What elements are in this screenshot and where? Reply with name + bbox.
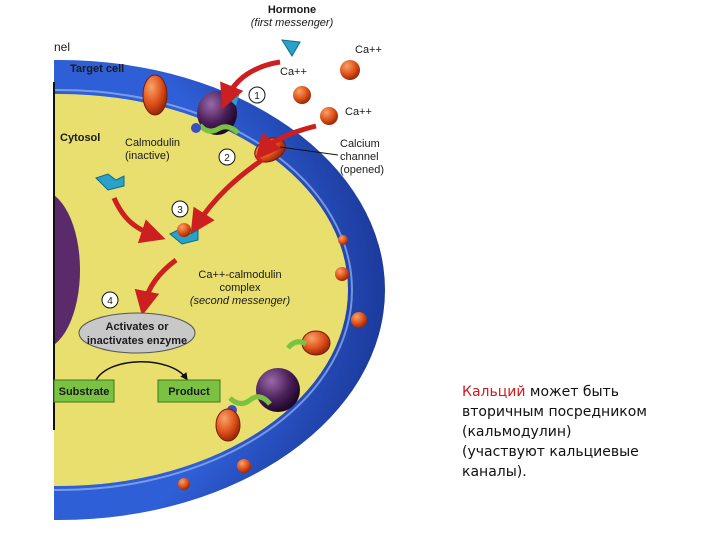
arrow-hormone-binding [220,59,281,110]
receptor-top [142,74,240,135]
calcium-label-3: Ca++ [345,106,372,118]
channel-pointer-line [279,146,339,156]
svg-text:1: 1 [254,91,260,102]
substrate-label: Substrate [59,386,110,398]
cytosol-label: Cytosol [60,132,100,144]
svg-text:3: 3 [177,205,183,216]
substrate-box [53,379,115,403]
bound-calcium [177,223,191,237]
complex-label-2: complex [220,282,261,294]
calcium-ion [351,312,367,328]
caption-line-1-rest: может быть [525,384,619,400]
reaction-arrow [95,361,188,381]
receptor-protein [256,368,300,412]
caption-line-2: вторичным посредником [462,404,647,420]
calcium-channel-label-1: Calcium [340,138,380,150]
partial-edge-label: nel [54,40,70,54]
arrow-to-enzyme [134,258,178,316]
calcium-label-1: Ca++ [355,44,382,56]
calcium-label-2: Ca++ [280,66,307,78]
g-protein-chain [228,394,272,406]
receptor-bottom [215,330,331,442]
svg-text:2: 2 [224,153,230,164]
calcium-channel-label-3: (opened) [340,164,384,176]
arrow-to-complex [190,157,264,235]
ion-channel [142,74,168,116]
caption-text: Кальций может быть вторичным посредником… [462,382,712,482]
target-cell-label: Target cell [70,63,124,75]
g-protein-chain [198,123,240,135]
enzyme-label-line2: inactivates enzyme [87,335,187,347]
membrane-calcium-ions [178,235,367,490]
ion-channel [215,408,241,442]
calcium-ion [178,478,190,490]
calcium-ion [338,235,348,245]
caption-line-3: (кальмодулин) [462,424,572,440]
caption-highlight: Кальций [462,384,526,400]
calmodulin-label: Calmodulin [125,137,180,149]
calcium-ion [340,60,360,80]
calmodulin-inactive [95,173,125,191]
step-2-marker: 2 [218,148,236,166]
product-label: Product [168,386,210,398]
complex-label-1: Ca++-calmodulin [198,269,281,281]
complex-label-3: (second messenger) [190,295,291,307]
calmodulin-state: (inactive) [125,150,170,162]
hormone-molecule [281,39,301,57]
caption-line-5: каналы). [462,464,527,480]
arrow-calcium-entry [255,123,317,160]
hormone-title: Hormone [268,4,316,16]
nucleus [54,195,80,345]
caption-line-1: Кальций может быть [462,382,712,402]
hormone-subtitle: (first messenger) [251,17,334,29]
calcium-channel-label-2: channel [340,151,379,163]
enzyme-activation-oval [78,312,196,354]
step-1-marker: 1 [248,86,266,104]
enzyme-label-line1: Activates or [106,321,170,333]
step-3-marker: 3 [171,200,189,218]
calcium-ion [320,107,338,125]
arrow-calmodulin-to-complex [111,196,166,244]
step-4-marker: 4 [101,291,119,309]
calcium-ion [237,459,251,473]
product-box [157,379,221,403]
calcium-ion [293,86,311,104]
g-protein [191,123,201,133]
calcium-ion [335,267,349,281]
caption-line-4: (участвуют кальциевые [462,444,639,460]
svg-text:4: 4 [107,296,113,307]
